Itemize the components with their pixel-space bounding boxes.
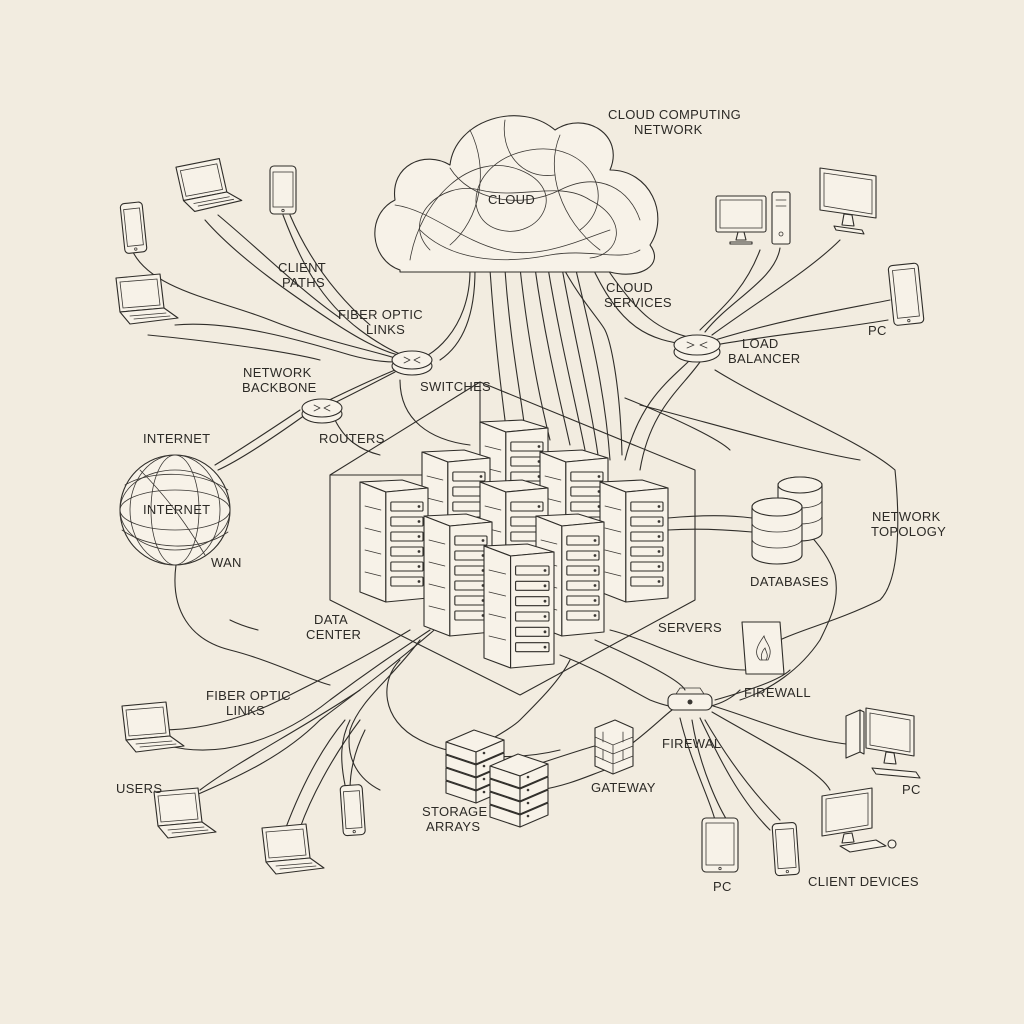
label-switches: SWITCHES bbox=[420, 379, 491, 394]
label-cloud-computing-network: CLOUD COMPUTING NETWORK bbox=[608, 107, 745, 137]
laptop-icon bbox=[121, 701, 185, 753]
label-load-balancer: LOAD BALANCER bbox=[728, 336, 800, 366]
server-rack-icon bbox=[599, 479, 669, 603]
storage-array-icon bbox=[489, 753, 549, 828]
laptop-icon bbox=[261, 823, 325, 875]
laptop-icon bbox=[115, 273, 179, 325]
label-fiber-optic-links-bottom: FIBER OPTIC LINKS bbox=[206, 688, 295, 718]
label-pc-top-right: PC bbox=[868, 323, 887, 338]
phone-icon bbox=[339, 784, 366, 837]
tablet-icon bbox=[887, 262, 925, 326]
tablet-icon bbox=[701, 817, 739, 873]
label-fiber-optic-links-top: FIBER OPTIC LINKS bbox=[338, 307, 427, 337]
label-wan: WAN bbox=[211, 555, 242, 570]
cloud-icon bbox=[374, 115, 659, 275]
label-data-center: DATA CENTER bbox=[306, 612, 361, 642]
label-users: USERS bbox=[116, 781, 162, 796]
label-gateway: GATEWAY bbox=[591, 780, 656, 795]
firewall-icon bbox=[594, 719, 634, 775]
server-racks bbox=[359, 419, 669, 669]
firewall-icon bbox=[741, 621, 785, 675]
phone-icon bbox=[269, 165, 297, 215]
server-rack-icon bbox=[423, 513, 493, 637]
server-rack-icon bbox=[483, 543, 555, 669]
switch-icon bbox=[391, 350, 433, 376]
monitor-icon bbox=[819, 167, 877, 235]
label-firewall-center: FIREWAL bbox=[662, 736, 721, 751]
load-balancer-icon bbox=[673, 334, 721, 363]
cloud-label: CLOUD bbox=[488, 192, 535, 207]
phone-icon bbox=[771, 822, 800, 877]
label-client-paths: CLIENT PATHS bbox=[278, 260, 330, 290]
label-storage-arrays: STORAGE ARRAYS bbox=[422, 804, 491, 834]
globe-icon bbox=[119, 454, 231, 566]
label-client-devices: CLIENT DEVICES bbox=[808, 874, 919, 889]
laptop-icon bbox=[175, 158, 243, 212]
router-icon bbox=[301, 398, 343, 424]
label-network-backbone: NETWORK BACKBONE bbox=[242, 365, 317, 395]
label-pc-bottom-right: PC bbox=[902, 782, 921, 797]
label-servers: SERVERS bbox=[658, 620, 722, 635]
client-devices-group bbox=[115, 158, 925, 877]
label-network-topology: NETWORK TOPOLOGY bbox=[871, 509, 946, 539]
monitor-icon bbox=[821, 787, 897, 853]
label-firewall-right: FIREWALL bbox=[744, 685, 811, 700]
label-internet-globe: INTERNET bbox=[143, 502, 210, 517]
label-databases: DATABASES bbox=[750, 574, 829, 589]
storage-array-icon bbox=[445, 729, 549, 828]
router-icon bbox=[667, 687, 713, 711]
laptop-icon bbox=[153, 787, 217, 839]
labels: CLOUD COMPUTING NETWORK CLIENT PATHS CLO… bbox=[116, 107, 946, 894]
phone-icon bbox=[119, 201, 148, 254]
desktop-icon bbox=[715, 191, 791, 245]
label-internet: INTERNET bbox=[143, 431, 210, 446]
desktop-icon bbox=[845, 707, 921, 779]
server-rack-icon bbox=[359, 479, 429, 603]
label-cloud-services: CLOUD SERVICES bbox=[604, 280, 672, 310]
label-routers: ROUTERS bbox=[319, 431, 385, 446]
label-pc-bottom: PC bbox=[713, 879, 732, 894]
database-icon bbox=[751, 476, 823, 565]
